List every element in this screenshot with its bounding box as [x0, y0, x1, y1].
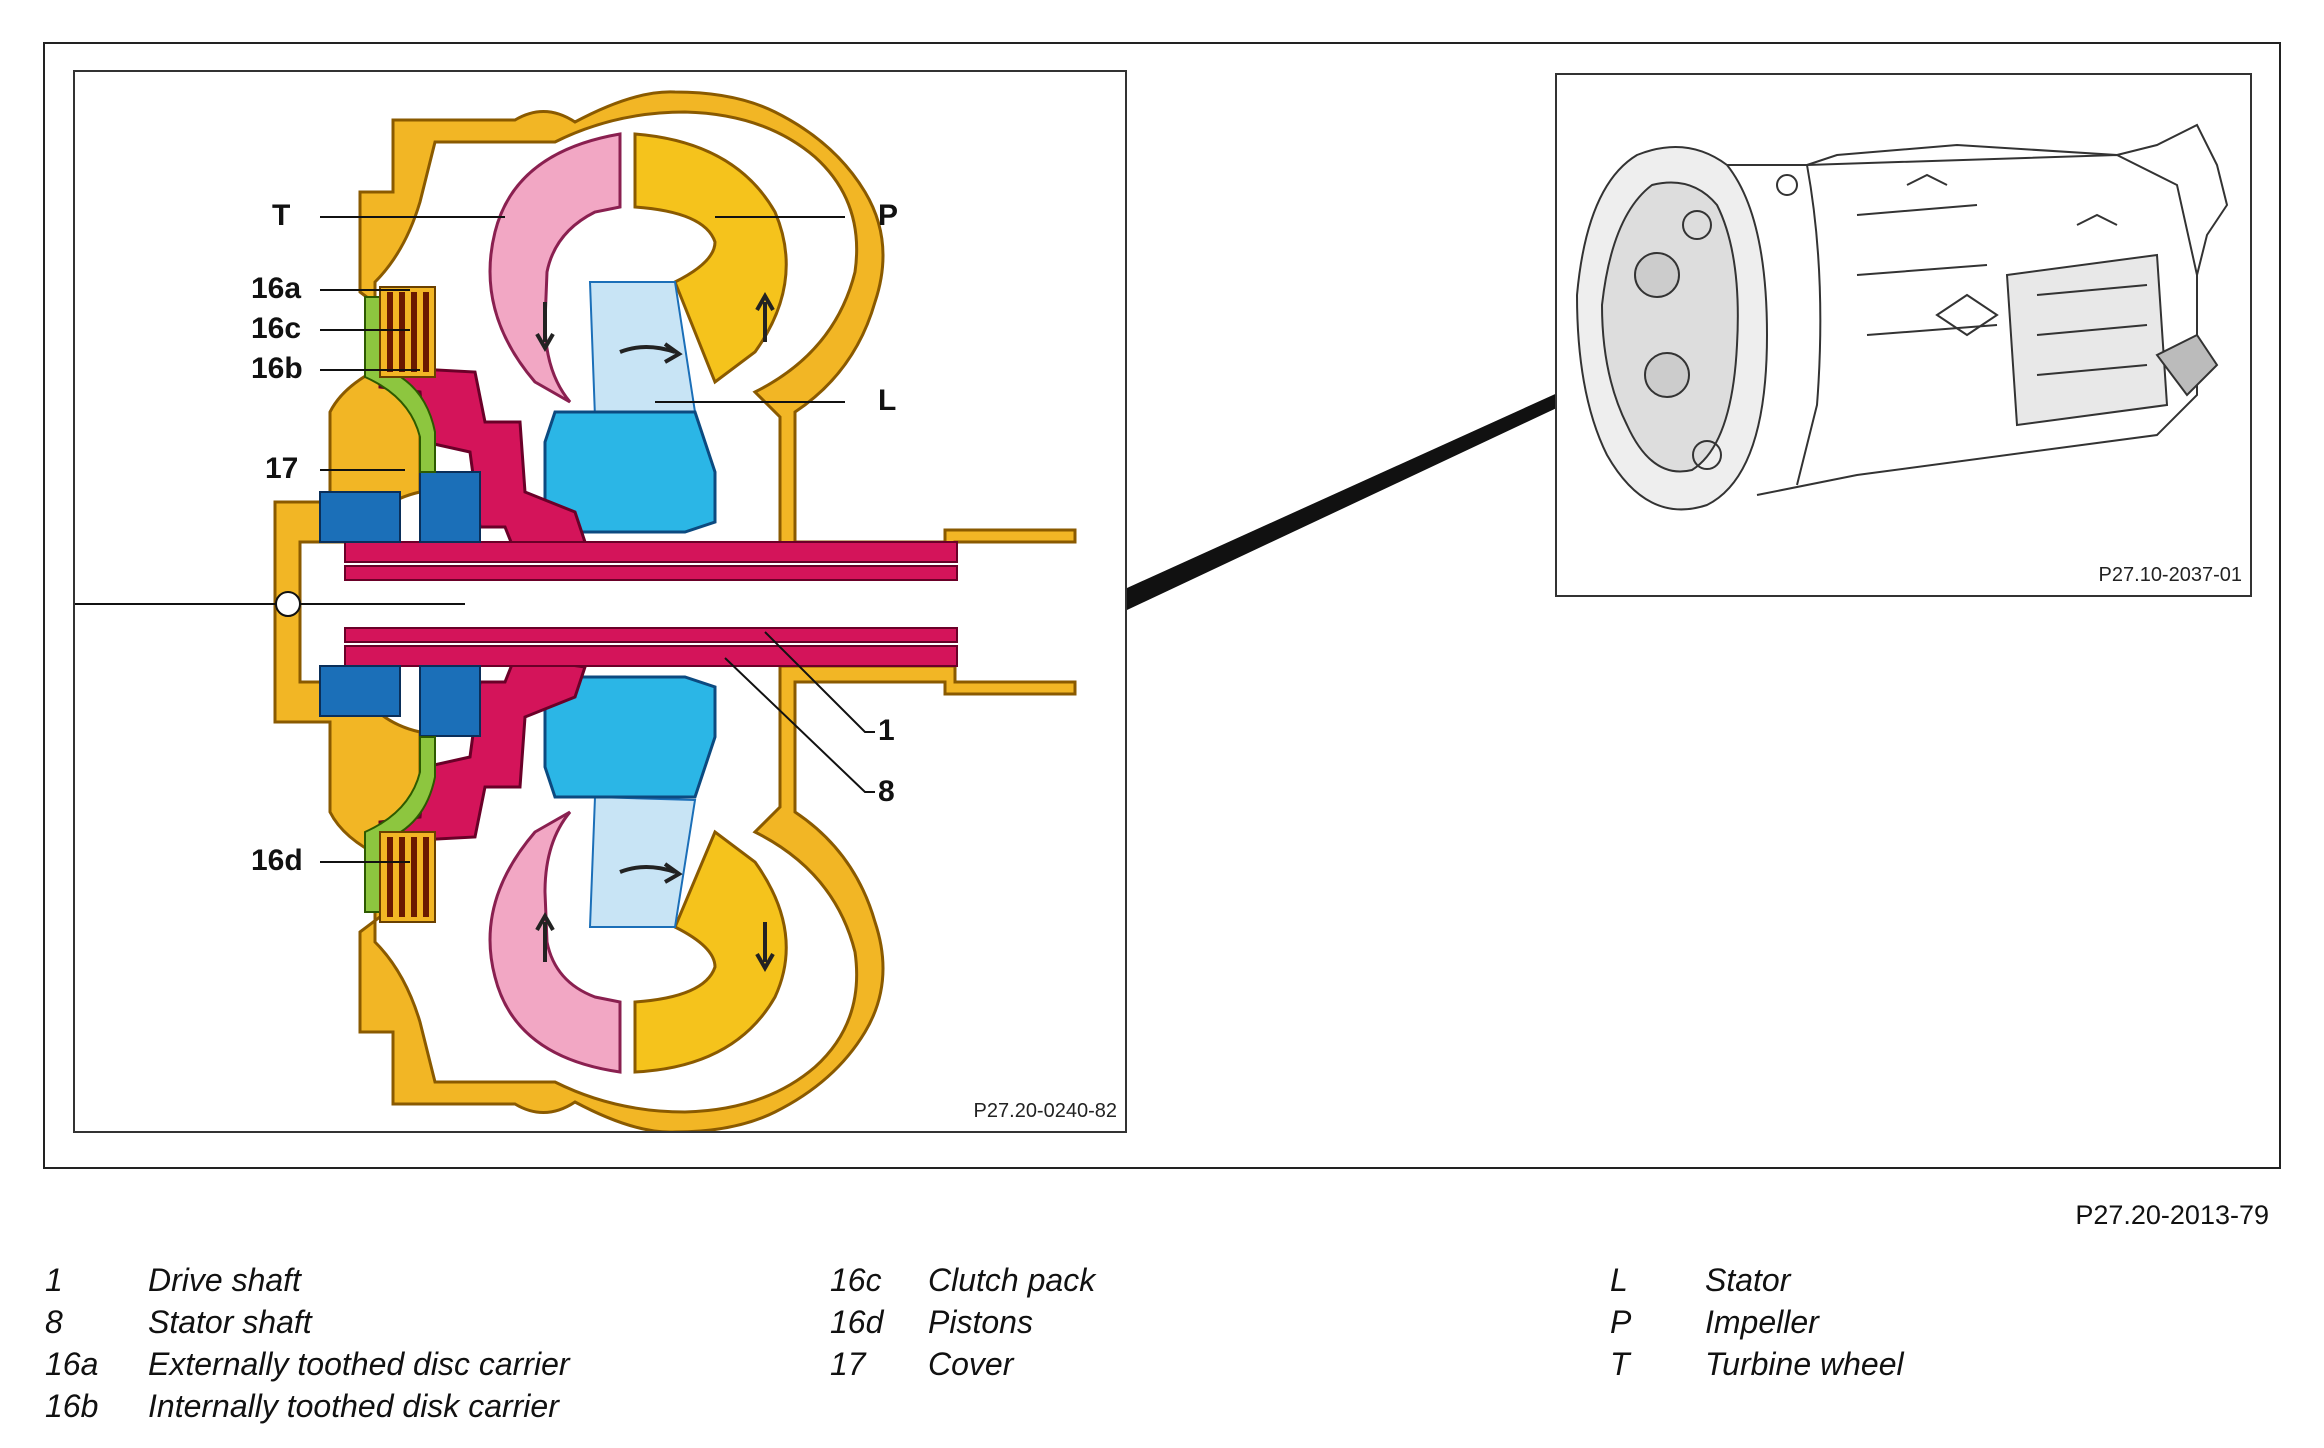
- legend-num: P: [1610, 1304, 1632, 1340]
- legend-num: 16b: [45, 1388, 99, 1424]
- stator-bottom: [588, 795, 697, 928]
- arrow-turbine-top: [535, 302, 555, 353]
- legend-item: 16b Internally toothed disk carrier: [45, 1388, 745, 1430]
- turbine-top: [488, 132, 622, 404]
- bearing-bottom-inner: [419, 665, 481, 737]
- impeller-top: [633, 132, 788, 385]
- label-17: 17: [265, 452, 299, 485]
- legend-text: Clutch pack: [928, 1262, 1096, 1298]
- legend-item: 16c Clutch pack: [830, 1262, 1430, 1304]
- figure-ref: P27.20-2013-79: [2075, 1200, 2269, 1230]
- label-16d: 16d: [251, 844, 303, 877]
- impeller-bottom: [633, 829, 788, 1074]
- bearing-top: [319, 491, 401, 543]
- housing-shell: [273, 90, 1077, 1131]
- legend-text: Internally toothed disk carrier: [148, 1388, 559, 1424]
- torque-converter-section: T P 16a 16c 16b 17 L 1 8 16d P27.20-0240…: [73, 70, 1127, 1133]
- drive-shaft-core-bottom: [344, 627, 958, 643]
- legend-text: Impeller: [1705, 1304, 1819, 1340]
- legend-num: T: [1610, 1346, 1630, 1382]
- legend-item: L Stator: [1610, 1262, 2210, 1304]
- clutch-pack-top: [379, 286, 436, 378]
- legend-num: 16a: [45, 1346, 99, 1382]
- label-8: 8: [878, 775, 895, 808]
- legend-item: 1 Drive shaft: [45, 1262, 745, 1304]
- inset-image-ref: P27.10-2037-01: [2098, 564, 2242, 586]
- legend-col-2: 16c Clutch pack 16d Pistons 17 Cover: [830, 1262, 1430, 1388]
- legend-text: Turbine wheel: [1705, 1346, 1904, 1382]
- label-1: 1: [878, 714, 895, 747]
- label-L: L: [878, 384, 897, 417]
- legend-num: 1: [45, 1262, 63, 1298]
- legend-text: Pistons: [928, 1304, 1033, 1340]
- legend-num: 16d: [830, 1304, 884, 1340]
- drive-shaft-lower: [344, 645, 958, 667]
- stator-hub-bottom: [543, 675, 717, 799]
- legend-num: 16c: [830, 1262, 882, 1298]
- label-16a: 16a: [251, 272, 302, 305]
- legend-item: P Impeller: [1610, 1304, 2210, 1346]
- bearing-bottom: [319, 665, 401, 717]
- legend-text: Cover: [928, 1346, 1014, 1382]
- legend-text: Drive shaft: [148, 1262, 301, 1298]
- bearing-top-inner: [419, 471, 481, 543]
- arrow-stator-bottom: [619, 862, 683, 884]
- main-image-ref: P27.20-0240-82: [973, 1100, 1117, 1122]
- legend-col-3: L Stator P Impeller T Turbine wheel: [1610, 1262, 2210, 1388]
- transmission-drawing: [1575, 123, 2229, 511]
- clutch-pack-bottom: [379, 831, 436, 923]
- legend-num: 17: [830, 1346, 866, 1382]
- stator-hub-top: [543, 410, 717, 534]
- label-T: T: [272, 199, 291, 232]
- legend-item: 8 Stator shaft: [45, 1304, 745, 1346]
- drive-shaft-core-top: [344, 565, 958, 581]
- transmission-inset: P27.10-2037-01: [1555, 73, 2252, 597]
- label-16b: 16b: [251, 352, 303, 385]
- leader-8: [724, 657, 875, 793]
- label-P: P: [878, 199, 899, 232]
- drive-shaft-upper: [344, 541, 958, 563]
- legend-col-1: 1 Drive shaft 8 Stator shaft 16a Externally…: [45, 1262, 745, 1430]
- shaft-pilot: [275, 591, 301, 617]
- leader-1: [764, 631, 875, 733]
- legend-item: 17 Cover: [830, 1346, 1430, 1388]
- legend-item: 16d Pistons: [830, 1304, 1430, 1346]
- torque-converter-drawing: [75, 90, 1077, 1131]
- legend-num: 8: [45, 1304, 63, 1340]
- arrow-impeller-bottom: [755, 922, 775, 973]
- legend-text: Stator shaft: [148, 1304, 312, 1340]
- arrow-turbine-bottom: [535, 911, 555, 962]
- turbine-bottom: [488, 810, 622, 1074]
- legend-text: Stator: [1705, 1262, 1791, 1298]
- figure-frame: [43, 42, 2281, 1169]
- legend-text: Externally toothed disc carrier: [148, 1346, 570, 1382]
- legend-item: T Turbine wheel: [1610, 1346, 2210, 1388]
- arrow-stator-top: [619, 342, 683, 364]
- legend-item: 16a Externally toothed disc carrier: [45, 1346, 745, 1388]
- label-16c: 16c: [251, 312, 302, 345]
- arrow-impeller-top: [755, 291, 775, 342]
- legend-num: L: [1610, 1262, 1628, 1298]
